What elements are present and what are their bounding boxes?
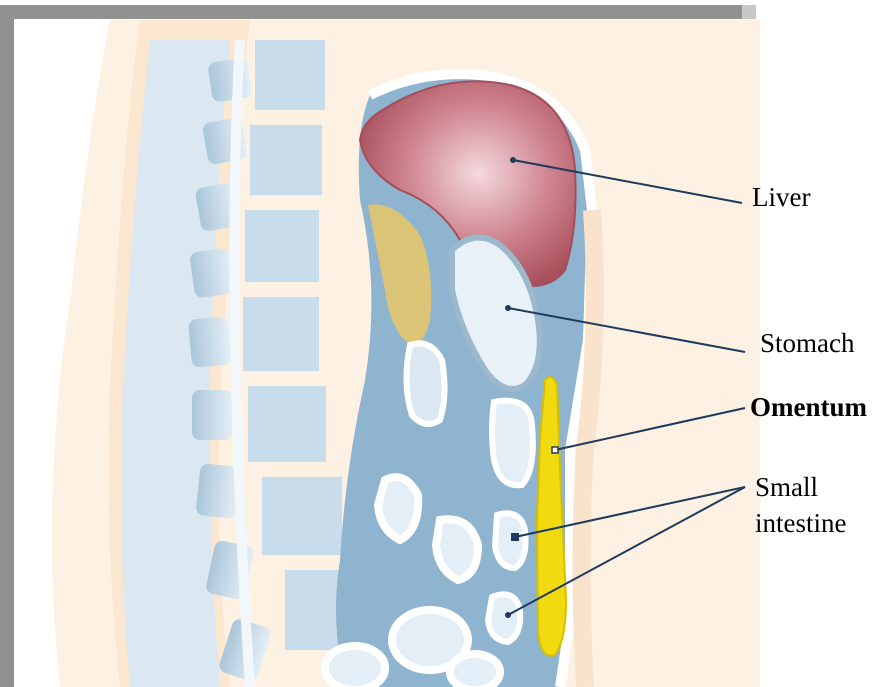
vertebral-body: [262, 477, 342, 555]
intestine-loop: [488, 594, 520, 642]
pointer-dot: [505, 612, 511, 618]
pointer-dot: [505, 305, 511, 311]
vertebral-body: [248, 386, 326, 462]
pointer-dot: [552, 447, 558, 453]
vertebral-body: [250, 125, 322, 195]
pointer-dot: [511, 533, 519, 541]
colon-loop: [406, 343, 444, 424]
intestine-loop: [325, 646, 385, 687]
label-liver: Liver: [752, 182, 810, 212]
intestine-loop: [495, 513, 526, 568]
vertebral-body: [243, 297, 319, 371]
vertebra: [192, 390, 232, 440]
pointer-dot: [510, 157, 516, 163]
vertebra: [189, 247, 235, 298]
label-stomach: Stomach: [760, 328, 855, 358]
intestine-loop: [450, 654, 500, 687]
intestine-loop: [492, 401, 533, 486]
vertebral-body: [255, 40, 325, 110]
vertebral-body: [245, 210, 319, 282]
intestine-loop: [436, 519, 478, 580]
label-small-intestine-line1: Small: [755, 472, 818, 502]
vertebra: [207, 57, 252, 102]
label-omentum: Omentum: [750, 392, 867, 422]
label-small-intestine-line2: intestine: [755, 508, 846, 538]
intestine-loop: [378, 477, 418, 540]
vertebra: [188, 316, 232, 367]
vertebra: [202, 117, 249, 165]
